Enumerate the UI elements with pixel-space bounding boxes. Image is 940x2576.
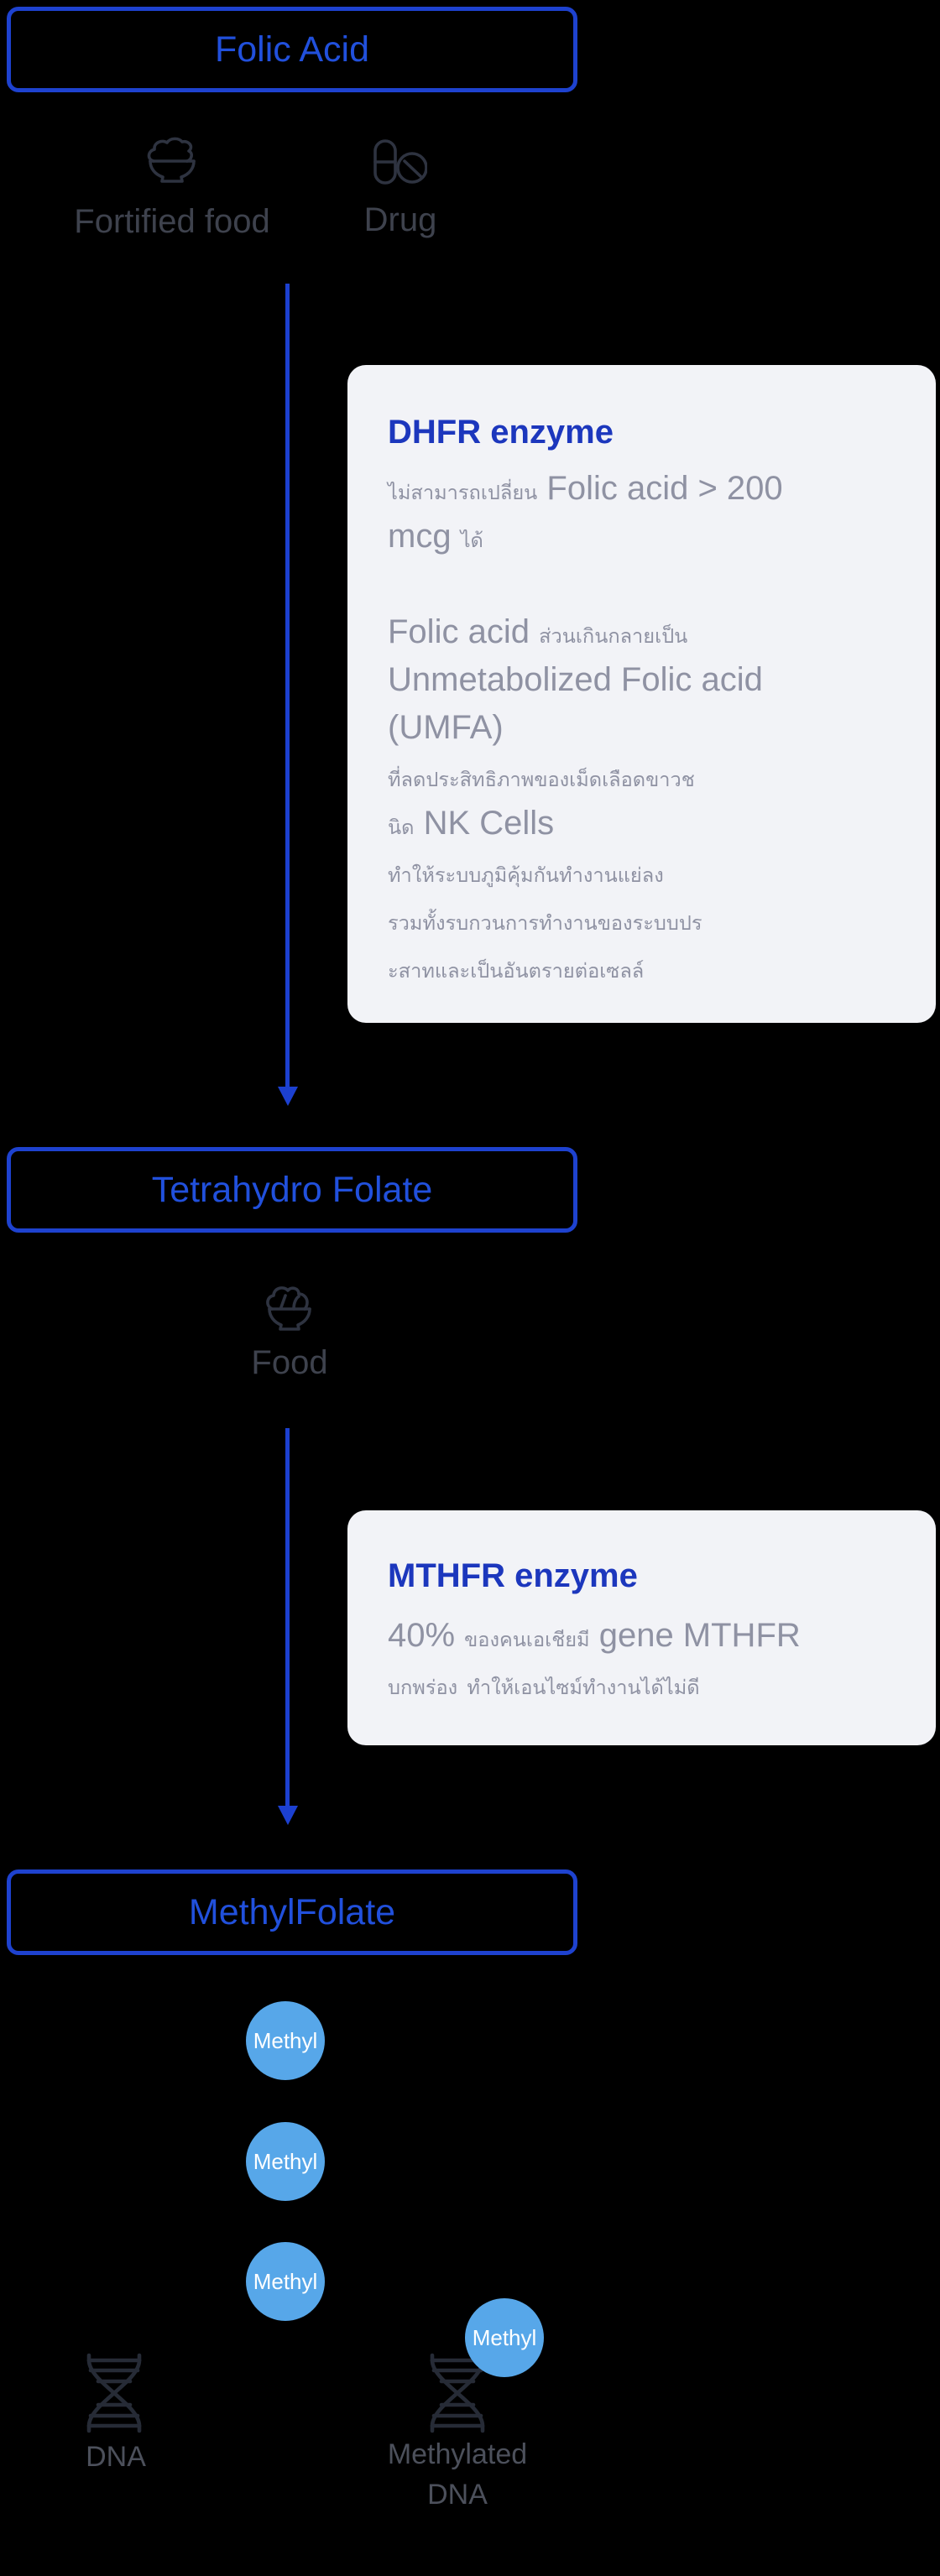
source-drug-label: Drug [363,201,437,238]
card-dhfr-para2: Folic acid ส่วนเกินกลายเป็น Unmetabolize… [388,613,763,983]
pills-icon [373,139,427,185]
card-dhfr-title: DHFR enzyme [388,414,614,451]
node-folic-acid-label: Folic Acid [214,29,369,70]
methyl-badge-3: Methyl [246,2242,325,2321]
node-methylfolate: MethylFolate [7,1869,577,1955]
arrow-folic-to-tetra-head [278,1087,298,1106]
methyl-badge-1-label: Methyl [253,2027,318,2053]
methyl-badge-3-label: Methyl [253,2268,318,2294]
source-food: Food [164,1279,415,1382]
methyl-badge-1: Methyl [246,2001,325,2080]
arrow-tetra-to-methylfolate [285,1428,290,1806]
node-folic-acid: Folic Acid [7,7,577,92]
source-fortified-food-label: Fortified food [74,203,270,240]
methyl-badge-dna-label: Methyl [472,2324,537,2350]
methyl-badge-2: Methyl [246,2122,325,2201]
rice-bowl-icon [147,137,196,183]
card-dhfr-para1: ไม่สามารถเปลี่ยน Folic acid > 200 mcg ได… [388,470,783,555]
arrow-tetra-to-methylfolate-head [278,1806,298,1825]
dna-label: DNA [86,2441,146,2473]
methylated-dna-label: Methylated DNA [387,2438,528,2511]
salad-bowl-icon [266,1286,311,1331]
methyl-badge-2-label: Methyl [253,2148,318,2174]
node-tetrahydro-folate: Tetrahydro Folate [7,1147,577,1233]
node-tetrahydro-folate-label: Tetrahydro Folate [151,1169,433,1210]
node-methylfolate-label: MethylFolate [188,1891,396,1932]
card-mthfr-body: 40% ของคนเอเชียมี gene MTHFR บกพร่อง ทำใ… [388,1617,801,1699]
source-food-label: Food [251,1344,328,1381]
source-drug: Drug [274,136,526,239]
source-fortified-food: Fortified food [46,136,298,241]
card-mthfr: MTHFR enzyme 40% ของคนเอเชียมี gene MTHF… [347,1510,936,1745]
dna-icon [86,2353,142,2433]
methyl-badge-dna: Methyl [465,2298,544,2377]
arrow-folic-to-tetra [285,284,290,1087]
card-mthfr-title: MTHFR enzyme [388,1557,638,1594]
card-dhfr: DHFR enzyme ไม่สามารถเปลี่ยน Folic acid … [347,365,936,1023]
